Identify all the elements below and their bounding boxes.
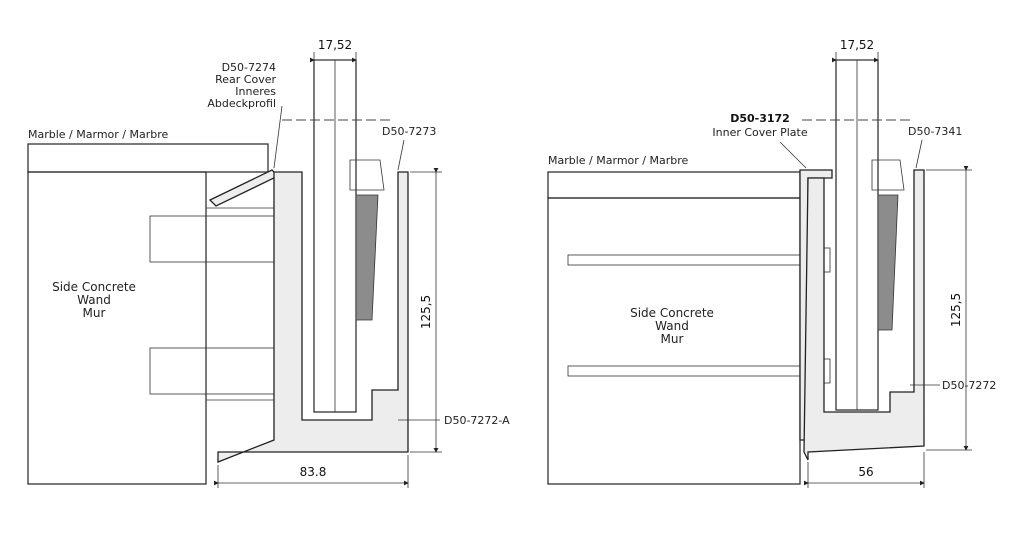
right-marble-slab [547, 171, 801, 199]
right-base-profile [803, 169, 925, 461]
right-inner-cover-code: D50-3172 [730, 112, 790, 125]
right-wall-label-3: Mur [661, 332, 684, 346]
left-dim-height: 125,5 [419, 295, 433, 329]
left-anchor-bars [149, 207, 278, 401]
left-wall-label-2: Wand [77, 293, 111, 307]
left-detail [27, 52, 442, 488]
left-top-part-label: D50-7273 [382, 125, 436, 138]
right-top-seal [871, 159, 905, 191]
left-rear-cover-de2: Abdeckprofil [207, 97, 276, 110]
left-base-profile [217, 171, 409, 463]
left-dim-glass: 17,52 [318, 38, 352, 52]
left-wall-label-3: Mur [83, 306, 106, 320]
right-inner-cover-text: Inner Cover Plate [712, 126, 807, 139]
left-marble-label: Marble / Marmor / Marbre [28, 128, 169, 141]
left-rear-cover-de1: Inneres [235, 85, 276, 98]
right-wall-label-2: Wand [655, 319, 689, 333]
left-base-part-label: D50-7272-A [444, 414, 510, 427]
right-wall-label-1: Side Concrete [630, 306, 714, 320]
left-rear-cover-code: D50-7274 [222, 61, 276, 74]
left-rear-cover-profile [208, 169, 280, 207]
right-dim-width: 56 [858, 465, 873, 479]
right-top-part-label: D50-7341 [908, 125, 962, 138]
right-dim-height: 125,5 [949, 293, 963, 327]
right-marble-label: Marble / Marmor / Marbre [548, 154, 689, 167]
right-base-part-label: D50-7272 [942, 379, 996, 392]
right-detail [547, 52, 972, 488]
left-rear-cover-name: Rear Cover [215, 73, 276, 86]
left-top-seal [349, 159, 385, 191]
right-gasket [877, 194, 899, 331]
left-marble-slab [27, 143, 269, 173]
left-dim-width: 83.8 [300, 465, 327, 479]
left-wall-label-1: Side Concrete [52, 280, 136, 294]
left-concrete-wall [27, 171, 207, 485]
left-gasket [355, 194, 379, 321]
right-dim-glass: 17,52 [840, 38, 874, 52]
